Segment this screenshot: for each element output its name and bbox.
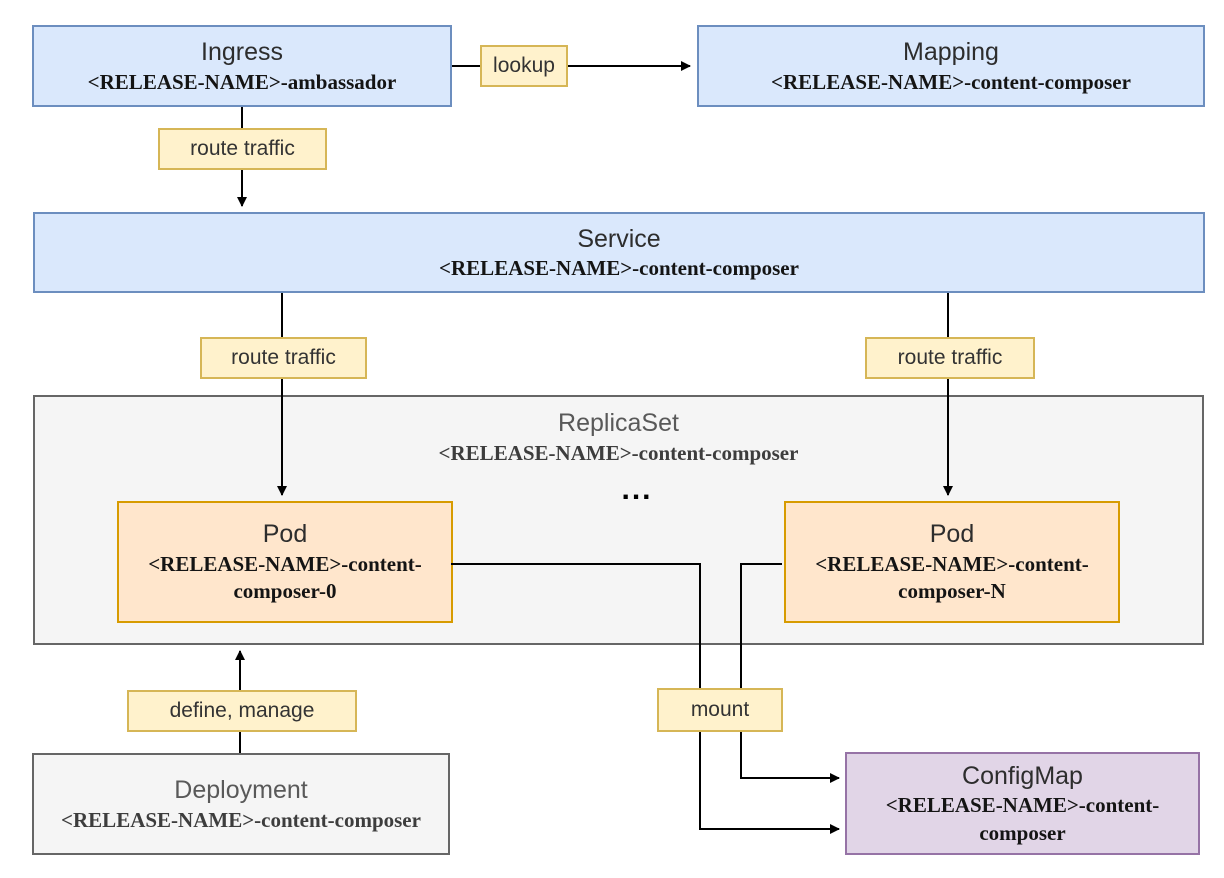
node-replicaset-subtitle: <RELEASE-NAME>-content-composer bbox=[438, 440, 799, 465]
node-configmap: ConfigMap <RELEASE-NAME>-content-compose… bbox=[845, 752, 1200, 855]
node-configmap-title: ConfigMap bbox=[962, 761, 1083, 790]
node-mapping-title: Mapping bbox=[903, 38, 999, 67]
node-deployment-subtitle: <RELEASE-NAME>-content-composer bbox=[61, 807, 421, 832]
edge-label-route-traffic-left: route traffic bbox=[200, 337, 367, 379]
edge-label-route-traffic-top: route traffic bbox=[158, 128, 327, 170]
pods-ellipsis: ... bbox=[621, 473, 653, 506]
node-replicaset: ReplicaSet <RELEASE-NAME>-content-compos… bbox=[33, 395, 1204, 645]
node-deployment: Deployment <RELEASE-NAME>-content-compos… bbox=[32, 753, 450, 855]
edge-label-define-manage: define, manage bbox=[127, 690, 357, 732]
node-ingress-subtitle: <RELEASE-NAME>-ambassador bbox=[87, 69, 397, 94]
node-service-subtitle: <RELEASE-NAME>-content-composer bbox=[439, 256, 799, 281]
edge-label-mount: mount bbox=[657, 688, 783, 732]
node-configmap-subtitle: <RELEASE-NAME>-content-composer bbox=[885, 793, 1160, 845]
node-ingress-title: Ingress bbox=[201, 38, 283, 67]
node-mapping: Mapping <RELEASE-NAME>-content-composer bbox=[697, 25, 1205, 107]
node-pod-n-subtitle: <RELEASE-NAME>-content-composer-N bbox=[815, 551, 1089, 604]
node-pod-0-subtitle: <RELEASE-NAME>-content-composer-0 bbox=[148, 551, 422, 604]
node-ingress: Ingress <RELEASE-NAME>-ambassador bbox=[32, 25, 452, 107]
edge-label-lookup: lookup bbox=[480, 45, 568, 87]
node-pod-n: Pod <RELEASE-NAME>-content-composer-N bbox=[784, 501, 1120, 623]
node-service: Service <RELEASE-NAME>-content-composer bbox=[33, 212, 1205, 293]
node-pod-n-title: Pod bbox=[929, 520, 975, 549]
node-pod-0-title: Pod bbox=[262, 520, 308, 549]
node-deployment-title: Deployment bbox=[174, 776, 308, 805]
edge-label-route-traffic-right: route traffic bbox=[865, 337, 1035, 379]
node-service-title: Service bbox=[577, 224, 661, 253]
node-pod-0: Pod <RELEASE-NAME>-content-composer-0 bbox=[117, 501, 453, 623]
node-replicaset-title: ReplicaSet bbox=[558, 409, 679, 437]
node-mapping-subtitle: <RELEASE-NAME>-content-composer bbox=[771, 69, 1131, 94]
